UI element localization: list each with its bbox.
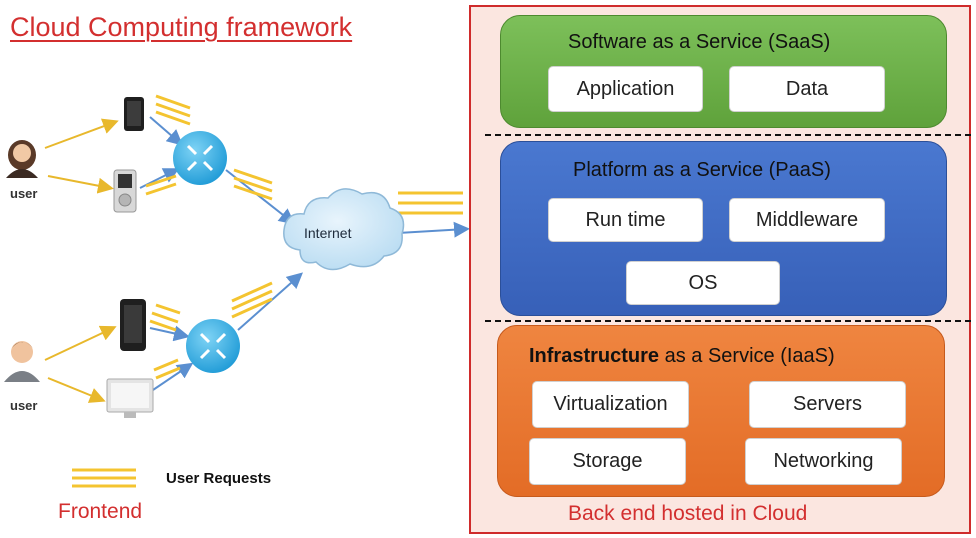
- cloud-icon: [283, 188, 405, 271]
- router-icon: [173, 131, 227, 185]
- legend-text: User Requests: [166, 470, 272, 487]
- iaas-item-virtualization: Virtualization: [532, 381, 689, 428]
- paas-layer: Platform as a Service (PaaS) Run time Mi…: [500, 141, 947, 316]
- iaas-title: Infrastructure as a Service (IaaS): [529, 345, 835, 367]
- saas-item-application: Application: [548, 66, 703, 112]
- paas-item-middleware: Middleware: [729, 198, 885, 242]
- user-male-icon: [4, 341, 40, 382]
- paas-title: Platform as a Service (PaaS): [573, 159, 831, 181]
- saas-item-data: Data: [729, 66, 885, 112]
- user-request-arrows: [44, 118, 119, 403]
- frontend-label: Frontend: [58, 500, 143, 523]
- saas-title: Software as a Service (SaaS): [568, 31, 831, 53]
- saas-layer: Software as a Service (SaaS) Application…: [500, 15, 947, 128]
- request-line-bundles: [145, 94, 463, 380]
- legend-lines: [72, 468, 136, 488]
- iaas-item-networking: Networking: [745, 438, 902, 485]
- mp3-player-icon: [113, 169, 137, 213]
- iaas-item-servers: Servers: [749, 381, 906, 428]
- smartphone-icon: [120, 299, 146, 351]
- smartphone-icon: [124, 97, 144, 131]
- user-female-icon: [6, 140, 38, 178]
- page-title: Cloud Computing framework: [10, 12, 353, 42]
- paas-item-runtime: Run time: [548, 198, 703, 242]
- paas-item-os: OS: [626, 261, 780, 305]
- iaas-layer: Infrastructure as a Service (IaaS) Virtu…: [497, 325, 945, 497]
- router-icon: [186, 319, 240, 373]
- internet-label: Internet: [304, 225, 352, 241]
- layer-divider: [485, 320, 971, 322]
- user-label: user: [10, 398, 38, 413]
- layer-divider: [485, 134, 971, 136]
- user-label: user: [10, 186, 38, 201]
- monitor-icon: [106, 378, 154, 418]
- iaas-item-storage: Storage: [529, 438, 686, 485]
- backend-label: Back end hosted in Cloud: [568, 502, 808, 525]
